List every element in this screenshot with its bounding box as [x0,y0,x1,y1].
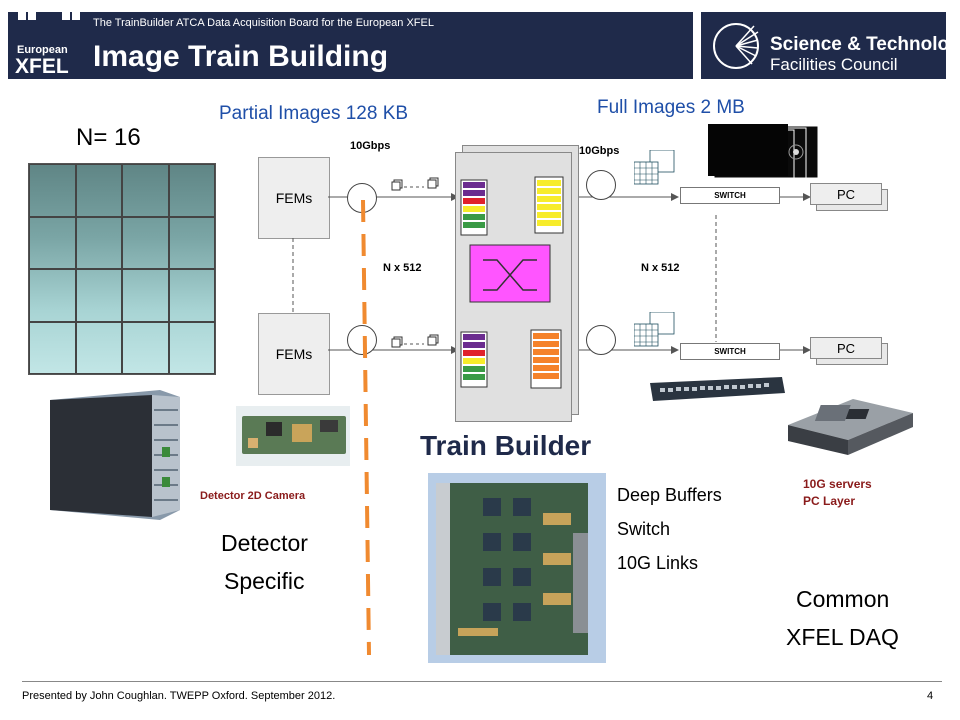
camera-caption: Detector 2D Camera [200,490,306,502]
feature-switch: Switch [617,519,671,539]
fem-connector-dashed-line [292,238,294,314]
detector-module-grid [28,163,216,375]
link-node-left-bottom [347,325,377,355]
detector-specific-line1: Detector [221,530,308,556]
stfc-name-line1: Science & Technology [770,34,960,55]
diffraction-image-stack [708,124,819,179]
pc-box-top: PC [810,183,882,205]
link-node-right-top [586,170,616,200]
header-subtitle: The TrainBuilder ATCA Data Acquisition B… [93,17,434,29]
pc-box-bottom: PC [810,337,882,359]
right-n-x-512: N x 512 [641,262,680,274]
server-image [788,399,913,455]
detector-specific-line2: Specific [224,568,305,594]
header-banner [8,12,693,79]
network-switch-top: SWITCH [680,187,780,204]
servers-caption-line1: 10G servers [803,477,872,491]
logo-text-european: European [17,44,68,56]
page-number: 4 [927,690,934,702]
feature-deep-buffers: Deep Buffers [617,485,722,505]
partial-images-label: Partial Images 128 KB [219,103,409,124]
train-builder-title: Train Builder [420,430,592,461]
train-builder-internals [460,176,564,389]
detector-camera-board-image [236,406,350,466]
xfel-logo [14,12,82,79]
right-link-speed: 10Gbps [579,145,620,157]
rack-switch-image [650,377,785,401]
servers-caption-line2: PC Layer [803,494,856,508]
left-n-x-512: N x 512 [383,262,422,274]
common-daq-line1: Common [796,586,890,612]
left-link-speed: 10Gbps [350,140,391,152]
detector-common-divider [361,200,371,656]
detector-hardware-image [50,390,180,520]
stfc-name-line2: Facilities Council [770,55,898,74]
packet-icons-top [391,177,439,191]
fem-block-top: FEMs [258,157,330,239]
n-count-label: N= 16 [76,124,141,151]
logo-text-xfel: XFEL [15,55,69,78]
full-image-grid-icon-bottom [634,312,675,347]
full-image-grid-icon-top [634,150,675,185]
common-daq-line2: XFEL DAQ [786,624,899,650]
xfel-logo-icon [18,12,80,20]
packet-icons-bottom [391,334,439,348]
page-title: Image Train Building [93,40,389,73]
link-node-right-bottom [586,325,616,355]
atca-board-photo [428,473,606,663]
stfc-sunburst-icon [713,23,759,69]
full-images-label: Full Images 2 MB [597,97,745,118]
footer-presenter: Presented by John Coughlan. TWEPP Oxford… [22,690,336,702]
fem-block-bottom: FEMs [258,313,330,395]
network-switch-bottom: SWITCH [680,343,780,360]
footer-divider [22,681,942,682]
feature-10g-links: 10G Links [617,553,699,573]
